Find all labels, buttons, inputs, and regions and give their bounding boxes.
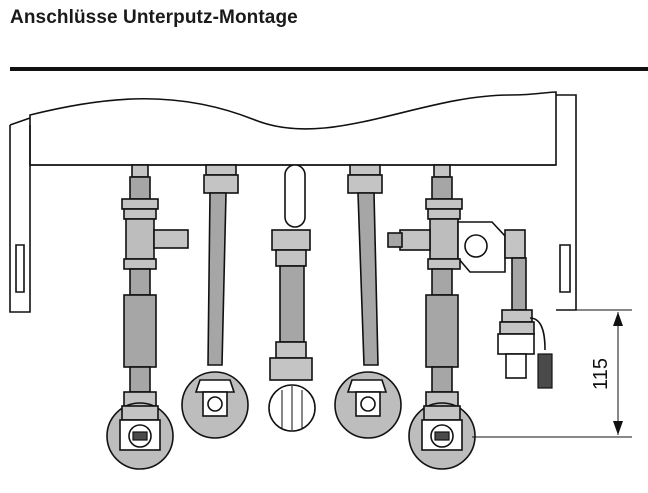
connection-2 [181, 164, 249, 439]
right-frame [556, 94, 577, 311]
connection-5 [387, 164, 553, 470]
dimension-label: 115 [590, 358, 612, 390]
left-frame [9, 117, 31, 313]
page-title: Anschlüsse Unterputz-Montage [10, 7, 298, 28]
connection-4 [334, 164, 402, 439]
title-rule [10, 67, 648, 71]
connection-1 [106, 164, 189, 470]
connection-3 [268, 164, 316, 432]
arrow-up-icon [613, 312, 623, 326]
arrow-down-icon [613, 421, 623, 435]
dimension-115: 115 [472, 309, 632, 438]
boiler-housing [29, 91, 557, 166]
